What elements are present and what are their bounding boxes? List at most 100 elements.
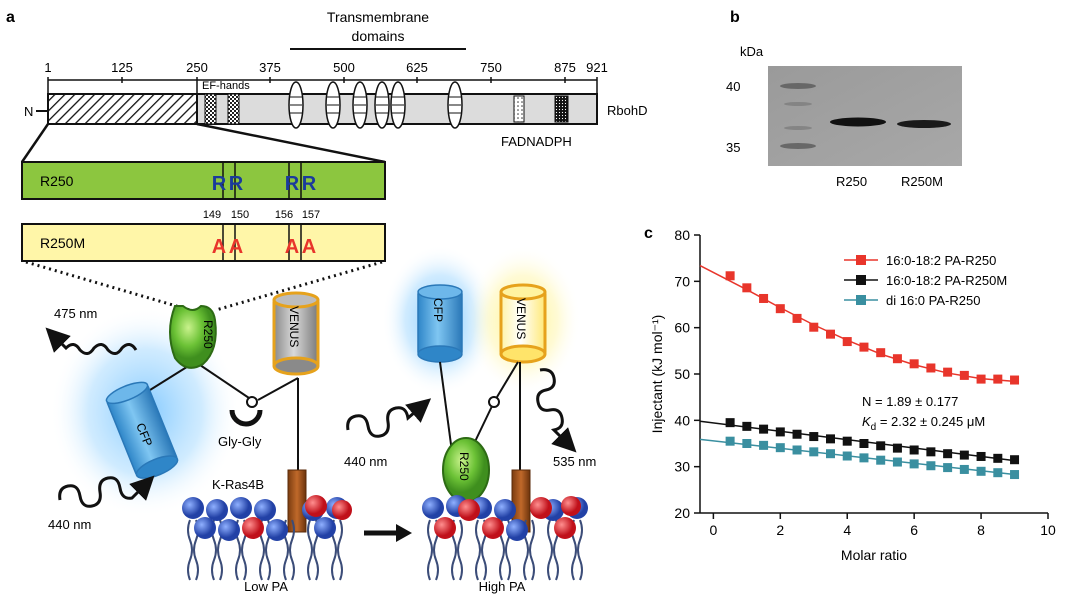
- y-tick-label: 40: [674, 412, 690, 428]
- data-point: [993, 374, 1003, 384]
- panel-b: b kDa 40 35 R250 R250M: [726, 9, 962, 189]
- r250-residue-lines: [222, 162, 302, 199]
- position-157: 157: [302, 209, 320, 221]
- gly-gly-joint-right: [488, 396, 500, 408]
- nm-440-left-label: 440 nm: [48, 517, 91, 532]
- legend-marker: [856, 255, 866, 265]
- stat-kd-subscript: d: [871, 422, 877, 433]
- x-tick-label: 0: [709, 522, 717, 538]
- n-terminus-label: N: [24, 104, 33, 119]
- data-point: [725, 271, 735, 281]
- data-point: [775, 443, 785, 453]
- dotted-line-left: [25, 260, 191, 312]
- residue-r156: R: [285, 173, 300, 195]
- stat-kd-value: = 2.32 ± 0.245 μM: [876, 414, 985, 429]
- venus-cylinder-left-top: [272, 291, 320, 309]
- data-point: [809, 447, 819, 457]
- panel-c-label: c: [644, 225, 653, 242]
- kda-label: kDa: [740, 44, 764, 59]
- legend-marker: [856, 275, 866, 285]
- legend-label: 16:0-18:2 PA-R250: [886, 253, 996, 268]
- cfp-cylinder-left: [105, 381, 179, 479]
- wave-535-arrow: [536, 368, 577, 453]
- data-point: [976, 466, 986, 476]
- tick-921: 921: [586, 60, 608, 75]
- nm-475-label: 475 nm: [54, 306, 97, 321]
- rbohd-label: RbohD: [607, 103, 647, 118]
- data-point: [842, 436, 852, 446]
- r250-probe-left: [169, 304, 217, 369]
- domain-ticks: 1 125 250 375 500 625 750 875 921: [44, 60, 608, 94]
- data-point: [759, 440, 769, 450]
- venus-left-label: VENUS: [287, 306, 301, 347]
- ladder-band-faint-2: [784, 126, 812, 130]
- venus-cylinder-left-bottom: [272, 356, 320, 376]
- data-point: [826, 329, 835, 339]
- data-point: [742, 439, 752, 448]
- r250m-bar: [21, 223, 386, 262]
- tick-875: 875: [554, 60, 576, 75]
- data-point: [943, 463, 953, 473]
- venus-cylinder-right-top: [499, 283, 547, 301]
- data-point: [892, 457, 902, 467]
- tm-title-line2: domains: [352, 28, 405, 44]
- marker-40-label: 40: [726, 79, 740, 94]
- data-point: [876, 441, 886, 451]
- data-point: [742, 421, 752, 431]
- data-point: [809, 322, 819, 332]
- data-point: [859, 453, 869, 463]
- cfp-right-label: CFP: [431, 298, 445, 322]
- transition-arrow-head: [396, 524, 412, 542]
- data-point: [792, 445, 802, 455]
- data-point: [826, 449, 835, 459]
- data-point: [959, 450, 969, 460]
- dotted-line-right: [215, 260, 383, 312]
- tick-250: 250: [186, 60, 208, 75]
- residue-r150: R: [229, 173, 244, 195]
- r250-probe-left-label: R250: [201, 320, 215, 349]
- data-point: [943, 449, 953, 459]
- data-point: [792, 313, 802, 323]
- data-point: [926, 363, 936, 373]
- y-tick-label: 20: [674, 505, 690, 521]
- data-point: [993, 468, 1003, 478]
- tick-1: 1: [44, 60, 51, 75]
- residue-r149: R: [212, 173, 227, 195]
- data-point: [909, 359, 919, 369]
- venus-cylinder-right-bottom: [499, 344, 547, 364]
- zoom-line-left: [20, 123, 50, 163]
- venus-right-label: VENUS: [514, 298, 528, 339]
- residue-a157: A: [302, 236, 316, 258]
- legend-label: di 16:0 PA-R250: [886, 293, 980, 308]
- gel-image: [768, 66, 962, 166]
- gly-gly-label: Gly-Gly: [218, 434, 262, 449]
- wave-440-right-arrow: [346, 398, 432, 438]
- data-point: [993, 453, 1003, 463]
- data-point: [842, 451, 852, 461]
- data-point: [1010, 455, 1020, 465]
- residue-r157: R: [302, 173, 317, 195]
- data-point: [859, 439, 869, 448]
- data-point: [959, 370, 969, 380]
- data-point: [976, 374, 986, 384]
- data-point: [809, 432, 819, 442]
- lane-r250m-label: R250M: [901, 174, 943, 189]
- ef-hand-1: [204, 93, 217, 125]
- x-tick-label: 6: [910, 522, 918, 538]
- membrane-high-pa: [422, 495, 588, 581]
- x-axis-title: Molar ratio: [841, 547, 907, 563]
- data-point: [976, 451, 986, 461]
- data-point: [1010, 375, 1020, 385]
- data-point: [959, 464, 969, 474]
- tm-title-line1: Transmembrane: [327, 9, 429, 25]
- data-point: [926, 447, 936, 457]
- legend-label: 16:0-18:2 PA-R250M: [886, 273, 1007, 288]
- panel-b-label: b: [730, 9, 740, 26]
- band-r250: [830, 117, 886, 127]
- stat-kd-symbol: K: [862, 414, 872, 429]
- data-point: [943, 367, 953, 377]
- data-point: [1010, 470, 1020, 480]
- data-point: [742, 283, 752, 293]
- data-point: [725, 418, 735, 428]
- nm-535-label: 535 nm: [553, 454, 596, 469]
